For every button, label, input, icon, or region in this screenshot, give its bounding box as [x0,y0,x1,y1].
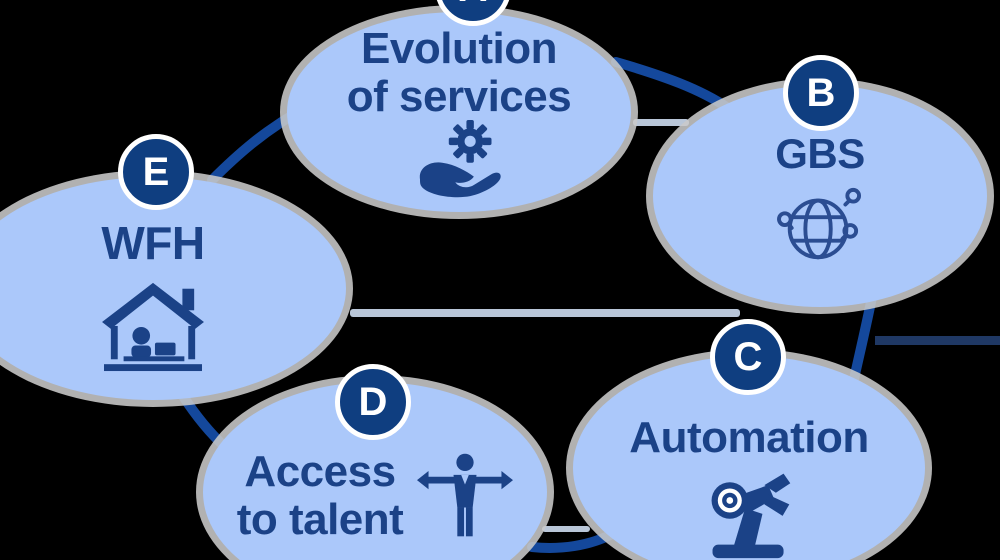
globe-icon [777,188,862,260]
label-line-2: to talent [236,494,404,544]
connector-b-c [849,292,877,384]
gray-line-center [350,309,740,317]
connector-c-d [527,528,619,553]
robot-arm-icon [711,473,791,558]
node-e-label: WFH [101,217,205,269]
label-line-1: GBS [775,130,865,177]
badge-c: C [710,319,786,395]
connector-a-b [611,57,733,113]
label-line-1: Access [244,447,396,496]
wfh-house-icon [102,282,204,371]
label-line-1: Automation [629,413,869,462]
node-access-to-talent: Access to talent [203,382,547,560]
node-evolution-of-services: Evolution of services [287,12,631,212]
node-c-label: Automation [629,413,869,462]
label-line-1: Evolution [361,24,557,73]
connector-d-e [178,391,230,452]
node-b-label: GBS [775,130,865,177]
dark-line-right [875,336,1000,345]
node-wfh: WFH [0,177,346,400]
badge-b: B [783,55,859,131]
node-a-label: Evolution of services [346,24,572,121]
badge-e: E [118,134,194,210]
hand-gear-icon [419,120,501,198]
connector-e-a [207,108,301,185]
node-d-content: Access to talent [237,448,514,543]
label-line-2: of services [346,71,572,121]
gray-line-c-d [542,526,590,532]
node-d-label: Access to talent [237,448,404,543]
label-line-1: WFH [101,217,205,269]
person-arrows-icon [417,453,514,536]
gray-line-a-b [633,119,689,126]
badge-d: D [335,364,411,440]
